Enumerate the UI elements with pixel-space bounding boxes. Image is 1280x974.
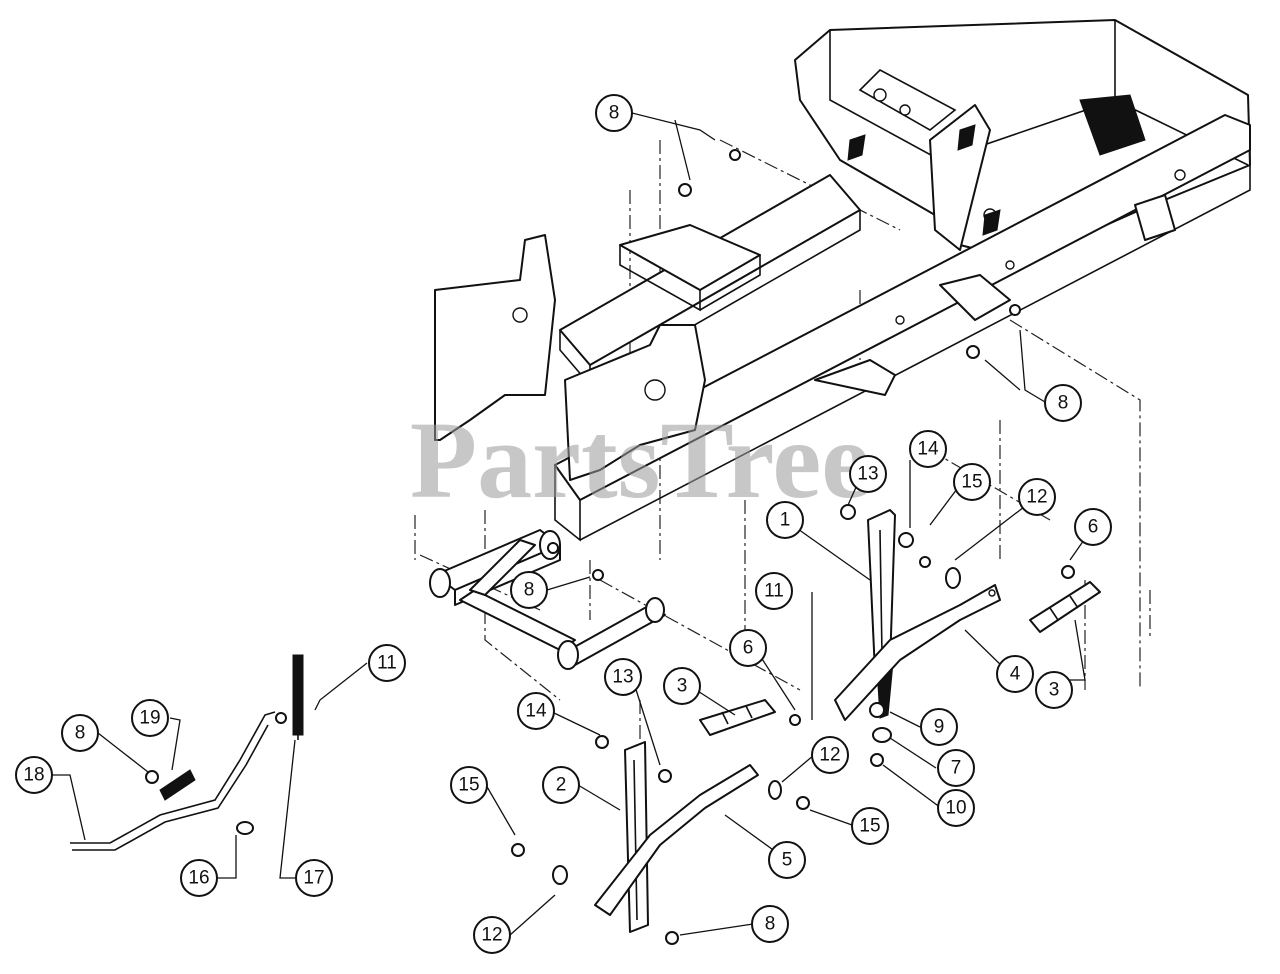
callout-8[interactable]: 8 (1044, 384, 1082, 422)
svg-text:14: 14 (525, 701, 547, 722)
part-3-bracket-left (699, 699, 776, 736)
svg-text:8: 8 (609, 103, 620, 124)
svg-text:9: 9 (934, 717, 945, 738)
callout-leaders (45, 112, 1094, 936)
callout-13[interactable]: 13 (849, 455, 887, 493)
callout-1[interactable]: 1 (766, 501, 804, 539)
svg-text:13: 13 (857, 464, 878, 485)
callout-8[interactable]: 8 (595, 94, 633, 132)
callout-14[interactable]: 14 (909, 430, 947, 468)
callout-2[interactable]: 2 (542, 766, 580, 804)
svg-text:8: 8 (1058, 393, 1069, 414)
svg-text:12: 12 (1026, 487, 1047, 508)
callout-7[interactable]: 7 (937, 749, 975, 787)
svg-text:15: 15 (961, 472, 982, 493)
svg-text:8: 8 (524, 580, 535, 601)
callout-12[interactable]: 12 (1018, 478, 1056, 516)
hardware (145, 149, 1075, 945)
callout-8[interactable]: 8 (61, 714, 99, 752)
callout-12[interactable]: 12 (811, 736, 849, 774)
svg-text:4: 4 (1010, 664, 1021, 685)
callout-15[interactable]: 15 (953, 463, 991, 501)
part-4-arm (834, 584, 1001, 721)
svg-text:19: 19 (139, 708, 160, 729)
svg-text:6: 6 (743, 638, 754, 659)
svg-text:17: 17 (303, 868, 324, 889)
front-axle-tube-assembly (429, 529, 666, 670)
part-2-link (624, 741, 649, 933)
svg-text:12: 12 (819, 745, 840, 766)
callout-6[interactable]: 6 (1074, 508, 1112, 546)
svg-text:3: 3 (677, 676, 688, 697)
svg-text:16: 16 (188, 868, 209, 889)
tractor-frame (434, 19, 1251, 542)
svg-text:1: 1 (780, 510, 791, 531)
svg-text:12: 12 (481, 925, 502, 946)
callout-8[interactable]: 8 (510, 571, 548, 609)
callout-5[interactable]: 5 (768, 841, 806, 879)
part-5-arm (594, 764, 759, 916)
callout-15[interactable]: 15 (851, 807, 889, 845)
svg-text:15: 15 (859, 816, 880, 837)
callout-8[interactable]: 8 (751, 905, 789, 943)
callout-11[interactable]: 11 (755, 572, 793, 610)
callout-3[interactable]: 3 (1035, 671, 1073, 709)
callout-15[interactable]: 15 (450, 766, 488, 804)
svg-text:13: 13 (612, 667, 633, 688)
svg-text:3: 3 (1049, 680, 1060, 701)
svg-text:14: 14 (917, 439, 939, 460)
svg-text:2: 2 (556, 775, 567, 796)
svg-text:8: 8 (75, 723, 86, 744)
callout-16[interactable]: 16 (180, 859, 218, 897)
callout-11[interactable]: 11 (368, 644, 406, 682)
callout-12[interactable]: 12 (473, 916, 511, 954)
callout-4[interactable]: 4 (996, 655, 1034, 693)
part-3-bracket-right (1029, 581, 1101, 633)
svg-text:11: 11 (377, 653, 397, 674)
spring-17 (292, 654, 304, 740)
svg-text:7: 7 (951, 758, 962, 779)
svg-text:6: 6 (1088, 517, 1099, 538)
callout-10[interactable]: 10 (937, 789, 975, 827)
callout-19[interactable]: 19 (131, 699, 169, 737)
callout-3[interactable]: 3 (663, 667, 701, 705)
callout-6[interactable]: 6 (729, 629, 767, 667)
callouts: 8 8 13 14 15 12 6 1 8 11 4 3 6 13 3 11 1… (15, 94, 1112, 954)
svg-text:18: 18 (23, 765, 44, 786)
callout-9[interactable]: 9 (920, 708, 958, 746)
svg-text:10: 10 (945, 798, 966, 819)
callout-14[interactable]: 14 (517, 692, 555, 730)
svg-text:15: 15 (458, 775, 479, 796)
svg-text:11: 11 (764, 581, 784, 602)
pedal-lever-18 (70, 711, 276, 851)
svg-text:5: 5 (782, 850, 793, 871)
callout-17[interactable]: 17 (295, 859, 333, 897)
svg-text:8: 8 (765, 914, 776, 935)
watermark-text: PartsTree (410, 399, 870, 521)
callout-18[interactable]: 18 (15, 756, 53, 794)
callout-13[interactable]: 13 (604, 658, 642, 696)
part-1-link (867, 509, 896, 719)
